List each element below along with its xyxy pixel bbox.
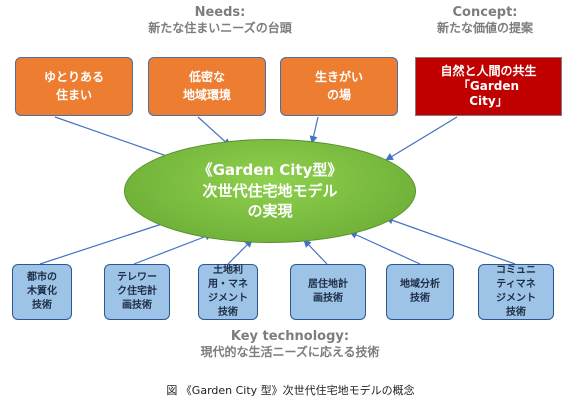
connector-tech-6 — [385, 216, 516, 265]
concept-heading-en: Concept: — [452, 5, 518, 20]
tech-heading: Key technology: 現代的な生活ニーズに応える技術 — [140, 329, 440, 359]
need-box-low-density: 低密な 地域環境 — [148, 57, 266, 116]
connector-tech-1 — [39, 218, 175, 265]
connector-concept — [385, 116, 458, 161]
tech-box-land-use: 土地利 用・マネ ジメント 技術 — [198, 264, 258, 320]
connector-tech-2 — [133, 232, 213, 265]
needs-heading: Needs: 新たな住まいニーズの台頭 — [95, 5, 345, 35]
center-ellipse-model: 《Garden City型》 次世代住宅地モデル の実現 — [124, 139, 416, 243]
figure-caption: 図 《Garden City 型》次世代住宅地モデルの概念 — [166, 384, 415, 397]
tech-heading-en: Key technology: — [230, 329, 350, 344]
concept-box-garden-city: 自然と人間の共生 「Garden City」 — [415, 57, 562, 116]
tech-box-community-management: コミュニ ティマネ ジメント 技術 — [478, 264, 554, 320]
needs-heading-en: Needs: — [194, 5, 246, 20]
need-box-spacious-housing: ゆとりある 住まい — [15, 57, 133, 116]
connector-tech-5 — [349, 231, 421, 265]
tech-box-telework: テレワー ク住宅計 画技術 — [104, 264, 170, 320]
need-box-purpose-place: 生きがい の場 — [280, 57, 398, 116]
connector-need-1 — [54, 116, 179, 162]
tech-box-regional-analysis: 地域分析 技術 — [386, 264, 454, 320]
concept-heading-jp: 新たな価値の提案 — [436, 20, 533, 35]
connector-tech-3 — [227, 239, 253, 265]
tech-box-urban-wood: 都市の 木質化 技術 — [12, 264, 72, 320]
needs-heading-jp: 新たな住まいニーズの台頭 — [148, 20, 292, 35]
tech-heading-jp: 現代的な生活ニーズに応える技術 — [200, 344, 380, 359]
connector-tech-4 — [303, 239, 328, 265]
tech-box-residential-planning: 居住地計 画技術 — [290, 264, 366, 320]
connector-need-3 — [309, 116, 319, 144]
concept-heading: Concept: 新たな価値の提案 — [410, 5, 560, 35]
